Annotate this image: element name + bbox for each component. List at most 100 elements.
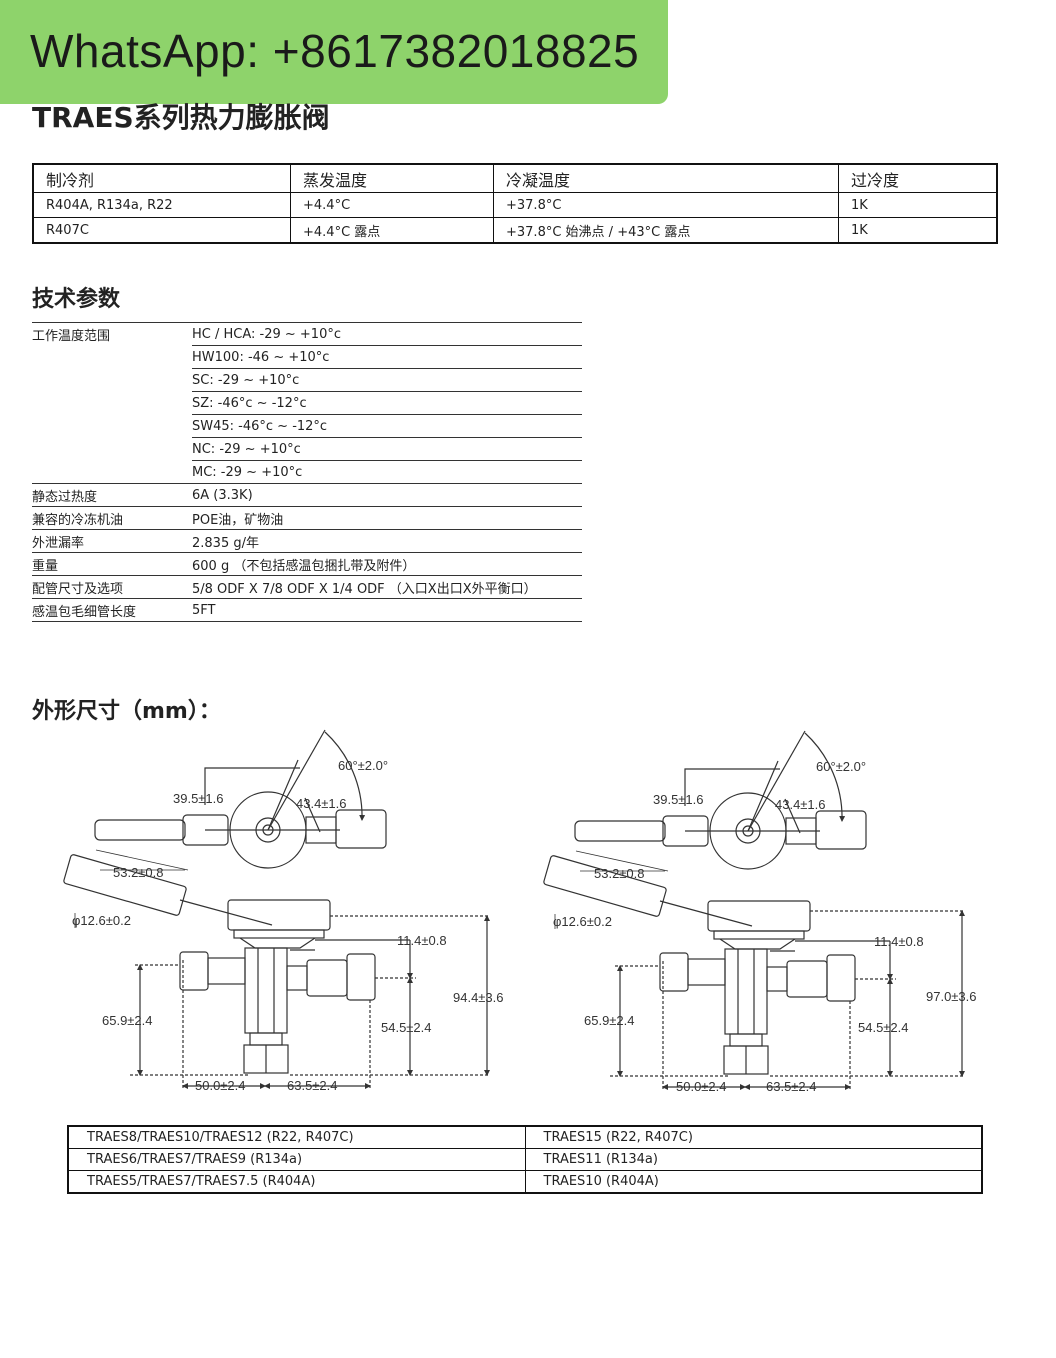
sensing-bulb xyxy=(63,854,187,916)
spec-value: SZ: -46°c ~ -12°c xyxy=(192,391,582,415)
dim-right-height-left: 54.5±2.4 xyxy=(381,1020,432,1035)
model-cell: TRAES5/TRAES7/TRAES7.5 (R404A) xyxy=(67,1170,526,1194)
table-row: TRAES6/TRAES7/TRAES9 (R134a) TRAES11 (R1… xyxy=(67,1148,983,1171)
header-evap-temp: 蒸发温度 xyxy=(290,163,494,193)
table-row: TRAES5/TRAES7/TRAES7.5 (R404A) TRAES10 (… xyxy=(67,1170,983,1194)
dim-bottom-left-right: 50.0±2.4 xyxy=(676,1079,727,1094)
valve-head xyxy=(227,899,331,931)
header-refrigerant: 制冷剂 xyxy=(32,163,291,193)
dim-inlet-left: 39.5±1.6 xyxy=(173,791,224,806)
cell: +4.4°C 露点 xyxy=(290,217,494,244)
spec-label: 感温包毛细管长度 xyxy=(32,598,192,622)
spec-label: 工作温度范围 xyxy=(32,322,192,346)
model-cell: TRAES8/TRAES10/TRAES12 (R22, R407C) xyxy=(67,1125,526,1149)
dim-total-height-left: 94.4±3.6 xyxy=(453,990,504,1005)
dim-outlet-right: 43.4±1.6 xyxy=(775,797,826,812)
sensing-bulb xyxy=(543,855,667,917)
spec-value: HC / HCA: -29 ~ +10°c xyxy=(192,322,582,346)
dim-bulb-len-left: 53.2±0.8 xyxy=(113,865,164,880)
table-row: R407C +4.4°C 露点 +37.8°C 始沸点 / +43°C 露点 1… xyxy=(32,217,998,244)
cell: 1K xyxy=(838,192,998,218)
spec-label: 重量 xyxy=(32,552,192,576)
dim-bulb-dia-right: φ12.6±0.2 xyxy=(553,914,612,929)
table-row: R404A, R134a, R22 +4.4°C +37.8°C 1K xyxy=(32,192,998,218)
spec-value: 2.835 g/年 xyxy=(192,529,582,553)
spec-value: NC: -29 ~ +10°c xyxy=(192,437,582,461)
dim-bottom-left-left: 50.0±2.4 xyxy=(195,1078,246,1093)
spec-value: 5FT xyxy=(192,598,582,622)
dim-equalizer-right: 11.4±0.8 xyxy=(874,934,924,949)
outlet-pipe-top xyxy=(335,809,387,849)
spec-row: MC: -29 ~ +10°c xyxy=(32,460,582,484)
dim-left-height-left: 65.9±2.4 xyxy=(102,1013,153,1028)
model-cell: TRAES6/TRAES7/TRAES9 (R134a) xyxy=(67,1148,526,1171)
cell: +4.4°C xyxy=(290,192,494,218)
dim-equalizer-left: 11.4±0.8 xyxy=(397,933,447,948)
cell: R404A, R134a, R22 xyxy=(32,192,291,218)
header-subcooling: 过冷度 xyxy=(838,163,998,193)
header-cond-temp: 冷凝温度 xyxy=(493,163,839,193)
inlet-pipe-top xyxy=(94,819,186,841)
spec-value: SW45: -46°c ~ -12°c xyxy=(192,414,582,438)
spec-value: 600 g （不包括感温包捆扎带及附件） xyxy=(192,552,582,576)
models-table: TRAES8/TRAES10/TRAES12 (R22, R407C) TRAE… xyxy=(67,1125,983,1194)
inlet-pipe-top xyxy=(574,820,666,842)
valve-drawing-left xyxy=(63,729,490,1090)
dim-angle-left: 60°±2.0° xyxy=(338,758,388,773)
dimensions-title: 外形尺寸（mm）： xyxy=(32,699,221,724)
spec-row: NC: -29 ~ +10°c xyxy=(32,437,582,461)
spec-value: 6A (3.3K) xyxy=(192,483,582,507)
spec-value: 5/8 ODF X 7/8 ODF X 1/4 ODF （入口X出口X外平衡口） xyxy=(192,575,582,599)
dim-inlet-right: 39.5±1.6 xyxy=(653,792,704,807)
cell: R407C xyxy=(32,217,291,244)
dim-right-height-right: 54.5±2.4 xyxy=(858,1020,909,1035)
tech-params-title: 技术参数 xyxy=(32,287,121,312)
spec-row: SW45: -46°c ~ -12°c xyxy=(32,414,582,438)
tech-params-table: 工作温度范围 HC / HCA: -29 ~ +10°c HW100: -46 … xyxy=(32,322,582,622)
spec-row: 工作温度范围 HC / HCA: -29 ~ +10°c xyxy=(32,322,582,346)
dim-left-height-right: 65.9±2.4 xyxy=(584,1013,635,1028)
cell: +37.8°C xyxy=(493,192,839,218)
spec-value: SC: -29 ~ +10°c xyxy=(192,368,582,392)
outlet-pipe-top xyxy=(815,810,867,850)
model-cell: TRAES15 (R22, R407C) xyxy=(524,1125,983,1149)
spec-value: MC: -29 ~ +10°c xyxy=(192,460,582,484)
model-cell: TRAES10 (R404A) xyxy=(524,1170,983,1194)
dim-bottom-right-left: 63.5±2.4 xyxy=(287,1078,338,1093)
outlet-pipe-side xyxy=(826,954,856,1002)
cell: 1K xyxy=(838,217,998,244)
whatsapp-banner: WhatsApp: +8617382018825 xyxy=(0,0,668,104)
dim-total-height-right: 97.0±3.6 xyxy=(926,989,977,1004)
page-title: TRAES系列热力膨胀阀 xyxy=(32,101,330,134)
cell: +37.8°C 始沸点 / +43°C 露点 xyxy=(493,217,839,244)
whatsapp-text: WhatsApp: +8617382018825 xyxy=(30,25,640,77)
model-cell: TRAES11 (R134a) xyxy=(524,1148,983,1171)
table-header-row: 制冷剂 蒸发温度 冷凝温度 过冷度 xyxy=(32,163,998,193)
spec-label: 静态过热度 xyxy=(32,483,192,507)
dim-outlet-left: 43.4±1.6 xyxy=(296,796,347,811)
valve-head xyxy=(707,900,811,932)
valve-body-side xyxy=(724,948,768,1035)
outlet-pipe-side xyxy=(346,953,376,1001)
valve-body-side xyxy=(244,947,288,1034)
dim-angle-right: 60°±2.0° xyxy=(816,759,866,774)
dim-bulb-len-right: 53.2±0.8 xyxy=(594,866,645,881)
valve-drawing-right xyxy=(543,730,965,1091)
dim-bulb-dia-left: φ12.6±0.2 xyxy=(72,913,131,928)
spec-row: SC: -29 ~ +10°c xyxy=(32,368,582,392)
spec-row: HW100: -46 ~ +10°c xyxy=(32,345,582,369)
dimension-drawings: 60°±2.0° 39.5±1.6 43.4±1.6 53.2±0.8 φ12.… xyxy=(63,729,977,1094)
conditions-table: 制冷剂 蒸发温度 冷凝温度 过冷度 R404A, R134a, R22 +4.4… xyxy=(32,163,998,244)
spec-row: SZ: -46°c ~ -12°c xyxy=(32,391,582,415)
spec-label: 外泄漏率 xyxy=(32,529,192,553)
spec-value: POE油，矿物油 xyxy=(192,506,582,530)
dim-bottom-right-right: 63.5±2.4 xyxy=(766,1079,817,1094)
spec-value: HW100: -46 ~ +10°c xyxy=(192,345,582,369)
table-row: TRAES8/TRAES10/TRAES12 (R22, R407C) TRAE… xyxy=(67,1125,983,1149)
